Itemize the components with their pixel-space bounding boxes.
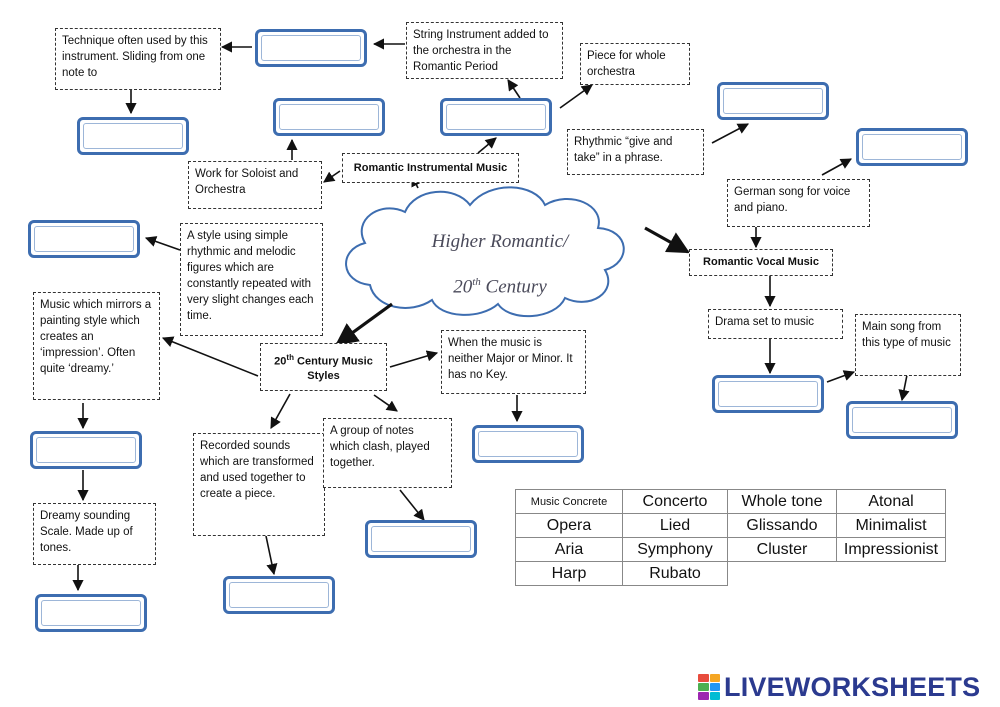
answer-input-concerto[interactable] [279,104,379,130]
logo-tile [709,683,720,691]
answer-box-rubato[interactable] [717,82,829,120]
answer-box-impressionist[interactable] [30,431,142,469]
clue-atonal: When the music is neither Major or Minor… [441,330,586,394]
answer-input-whole-tone[interactable] [41,600,141,626]
answer-input-harp[interactable] [261,35,361,61]
center-cloud [345,186,625,317]
clue-glissando: Technique often used by this instrument.… [55,28,221,90]
word-bank-row: Opera Lied Glissando Minimalist [515,513,946,538]
clue-concerto: Work for Soloist and Orchestra [188,161,322,209]
clue-symphony: Piece for whole orchestra [580,43,690,85]
logo-text: LIVEWORKSHEETS [724,671,981,702]
liveworksheets-logo: LIVEWORKSHEETS [698,672,980,702]
answer-box-aria[interactable] [846,401,958,439]
word-bank-cell: Minimalist [836,513,946,538]
clue-rubato: Rhythmic “give and take” in a phrase. [567,129,704,175]
clue-impressionist: Music which mirrors a painting style whi… [33,292,160,400]
answer-box-atonal[interactable] [472,425,584,463]
answer-input-glissando[interactable] [83,123,183,149]
answer-box-lied[interactable] [856,128,968,166]
word-bank-cell: Symphony [622,537,728,562]
word-bank-cell: Aria [515,537,623,562]
word-bank-row: Music Concrete Concerto Whole tone Atona… [515,489,946,514]
clue-opera: Drama set to music [708,309,843,339]
word-bank-cell: Music Concrete [515,489,623,514]
answer-box-minimalist[interactable] [28,220,140,258]
logo-tile [698,692,709,700]
answer-box-harp[interactable] [255,29,367,67]
clue-music-concrete: Recorded sounds which are transformed an… [193,433,325,536]
word-bank-cell: Impressionist [836,537,946,562]
word-bank-cell: Opera [515,513,623,538]
hub-romantic-instrumental: Romantic Instrumental Music [342,153,519,183]
word-bank-row: Harp Rubato [515,561,946,586]
answer-input-atonal[interactable] [478,431,578,457]
answer-input-impressionist[interactable] [36,437,136,463]
clue-cluster: A group of notes which clash, played tog… [323,418,452,488]
clue-whole-tone: Dreamy sounding Scale. Made up of tones. [33,503,156,565]
word-bank-cell: Atonal [836,489,946,514]
hub-20th-century-styles: 20th Century Music Styles [260,343,387,391]
answer-input-lied[interactable] [862,134,962,160]
answer-box-glissando[interactable] [77,117,189,155]
clue-harp: String Instrument added to the orchestra… [406,22,563,79]
title-line-1: Higher Romantic/ [431,231,569,252]
logo-mark-icon [698,674,720,700]
logo-tile [698,674,709,682]
answer-input-rubato[interactable] [723,88,823,114]
clue-minimalist: A style using simple rhythmic and melodi… [180,223,323,336]
word-bank-cell: Lied [622,513,728,538]
answer-box-symphony[interactable] [440,98,552,136]
answer-input-opera[interactable] [718,381,818,407]
word-bank-cell: Whole tone [727,489,837,514]
answer-box-music-concrete[interactable] [223,576,335,614]
answer-box-opera[interactable] [712,375,824,413]
word-bank-row: Aria Symphony Cluster Impressionist [515,537,946,562]
title-line-2: 20th Century [453,276,547,298]
answer-box-whole-tone[interactable] [35,594,147,632]
clue-aria: Main song from this type of music [855,314,961,376]
answer-box-concerto[interactable] [273,98,385,136]
hub-romantic-vocal: Romantic Vocal Music [689,249,833,276]
word-bank-cell: Cluster [727,537,837,562]
logo-tile [698,683,709,691]
answer-input-symphony[interactable] [446,104,546,130]
answer-input-minimalist[interactable] [34,226,134,252]
logo-tile [709,692,720,700]
word-bank-cell: Concerto [622,489,728,514]
answer-input-cluster[interactable] [371,526,471,552]
answer-input-music-concrete[interactable] [229,582,329,608]
clue-lied: German song for voice and piano. [727,179,870,227]
word-bank-cell: Rubato [622,561,728,586]
word-bank-cell: Glissando [727,513,837,538]
logo-tile [709,674,720,682]
answer-input-aria[interactable] [852,407,952,433]
map-title: Higher Romantic/ 20th Century [400,222,600,307]
word-bank-cell: Harp [515,561,623,586]
answer-box-cluster[interactable] [365,520,477,558]
word-bank-table: Music Concrete Concerto Whole tone Atona… [515,489,946,586]
